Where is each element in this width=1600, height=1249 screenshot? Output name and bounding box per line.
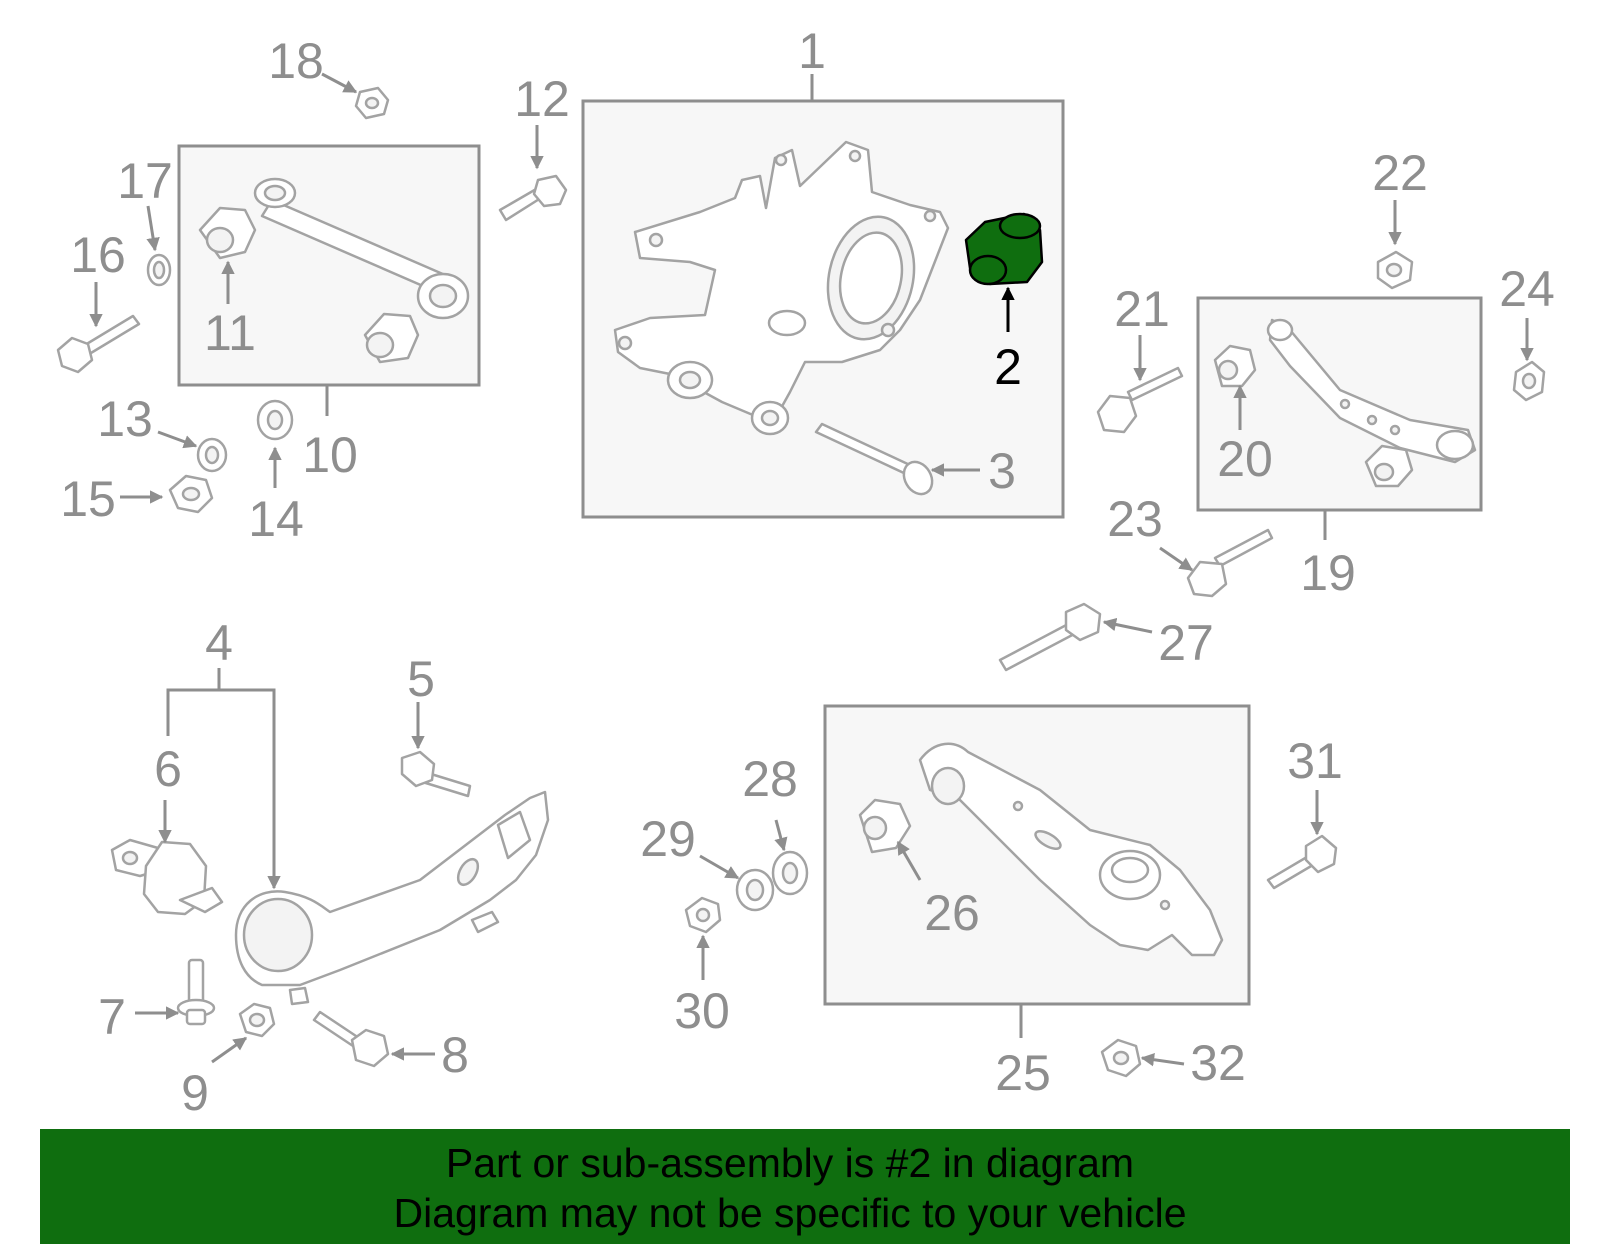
bolt-5 [400,750,472,798]
lower-arm-25-drawing [858,742,1224,957]
callout-27: 27 [1158,615,1214,671]
bushing-6 [110,838,224,916]
nut-30 [684,896,722,934]
callout-7: 7 [98,989,126,1045]
bushing-2-highlighted [964,212,1044,286]
arrow-28 [774,819,788,852]
callout-25: 25 [995,1045,1051,1101]
callout-10: 10 [302,427,358,483]
nut-9 [238,1002,276,1038]
arrow-26 [896,840,922,881]
callout-17: 17 [117,153,173,209]
callout-5: 5 [407,651,435,707]
callout-12: 12 [514,71,570,127]
nut-18 [354,86,390,120]
bolt-23 [1186,528,1274,598]
callout-2: 2 [994,339,1022,395]
arrow-9 [211,1036,248,1064]
nut-15 [168,474,214,514]
bolt-21 [1096,366,1184,434]
callout-1: 1 [798,23,826,79]
callout-4: 4 [205,615,233,671]
nut-22 [1376,250,1414,290]
callout-30: 30 [674,983,730,1039]
nut-24 [1512,360,1546,402]
bracket-4 [166,688,281,890]
callout-15: 15 [60,471,116,527]
arrow-17 [146,205,160,252]
arm-10-drawing [198,177,470,364]
callout-3: 3 [988,443,1016,499]
arrow-27 [1102,617,1153,634]
callout-26: 26 [924,885,980,941]
bolt-8 [312,1010,390,1068]
callout-29: 29 [640,811,696,867]
arrow-13 [157,430,198,449]
bolt-12 [498,174,568,222]
banner-line-1: Part or sub-assembly is #2 in diagram [445,1140,1135,1186]
bolt-16 [56,314,141,374]
knuckle-drawing [613,140,950,436]
callout-8: 8 [441,1027,469,1083]
callout-23: 23 [1107,491,1163,547]
callout-18: 18 [268,33,324,89]
callout-13: 13 [97,391,153,447]
callout-20: 20 [1217,431,1273,487]
arrow-18 [321,72,358,94]
callout-14: 14 [248,491,304,547]
callout-24: 24 [1499,261,1555,317]
banner-line-2: Diagram may not be specific to your vehi… [393,1190,1187,1236]
info-banner: Part or sub-assembly is #2 in diagram Di… [40,1129,1570,1244]
arrow-23 [1159,546,1194,572]
callout-21: 21 [1114,281,1170,337]
callout-19: 19 [1300,545,1356,601]
arrow-32 [1140,1053,1185,1067]
washer-29 [735,868,775,912]
arrow-29 [699,854,740,880]
callout-6: 6 [154,741,182,797]
bolt-7 [176,958,216,1026]
nut-32 [1100,1038,1142,1078]
callout-32: 32 [1190,1035,1246,1091]
callout-31: 31 [1287,733,1343,789]
washer-17 [146,253,172,287]
callout-22: 22 [1372,145,1428,201]
callout-9: 9 [181,1065,209,1121]
bolt-31 [1266,834,1338,890]
callout-28: 28 [742,751,798,807]
arm-19-drawing [1213,318,1477,488]
washer-13 [196,437,228,473]
bolt-3 [814,422,934,496]
bolt-27 [998,602,1102,672]
washer-28 [771,850,809,896]
trailing-arm-4-drawing [234,790,550,1006]
washer-14 [256,399,294,441]
callout-11: 11 [204,305,256,361]
callout-16: 16 [70,227,126,283]
